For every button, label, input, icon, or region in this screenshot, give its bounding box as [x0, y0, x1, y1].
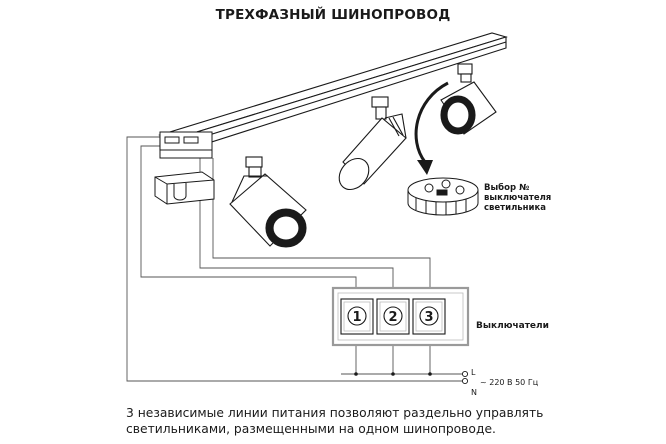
switch-1-number: 1 — [352, 310, 361, 325]
switch-1: 1 — [340, 298, 374, 335]
track-end-cap — [159, 131, 213, 159]
switch-2: 2 — [376, 298, 410, 335]
wire-neutral — [126, 136, 462, 382]
selector-label-line-3: светильника — [484, 203, 546, 213]
caption-line-1: 3 независимые линии питания позволяют ра… — [126, 406, 544, 420]
switch-2-number: 2 — [388, 310, 397, 325]
spotlight-3 — [440, 63, 497, 135]
rotation-arrow — [414, 81, 449, 175]
wire-3 — [212, 158, 431, 300]
spotlight-2 — [338, 96, 407, 191]
supply-wires — [126, 136, 462, 382]
diagram-title: ТРЕХФАЗНЫЙ ШИНОПРОВОД — [215, 7, 451, 23]
caption: 3 независимые линии питания позволяют ра… — [126, 405, 646, 437]
switch-3-number: 3 — [424, 310, 433, 325]
voltage-label: ~ 220 В 50 Гц — [480, 378, 539, 387]
selector-label: Выбор № выключателя светильника — [484, 183, 551, 213]
switches-label: Выключатели — [476, 321, 549, 331]
wire-1 — [140, 145, 357, 300]
wire-2 — [199, 158, 394, 300]
selector-dial — [407, 177, 479, 216]
switch-3: 3 — [412, 298, 446, 335]
caption-line-2: светильниками, размещенными на одном шин… — [126, 422, 496, 436]
junction-dots — [354, 372, 432, 376]
terminals — [461, 370, 469, 385]
selector-label-line-2: выключателя — [484, 193, 552, 203]
spotlight-1 — [229, 156, 307, 248]
terminal-l-label: L — [471, 368, 476, 377]
terminal-n-label: N — [471, 388, 477, 397]
track-connector — [154, 171, 215, 205]
selector-label-line-1: Выбор № — [484, 183, 530, 193]
